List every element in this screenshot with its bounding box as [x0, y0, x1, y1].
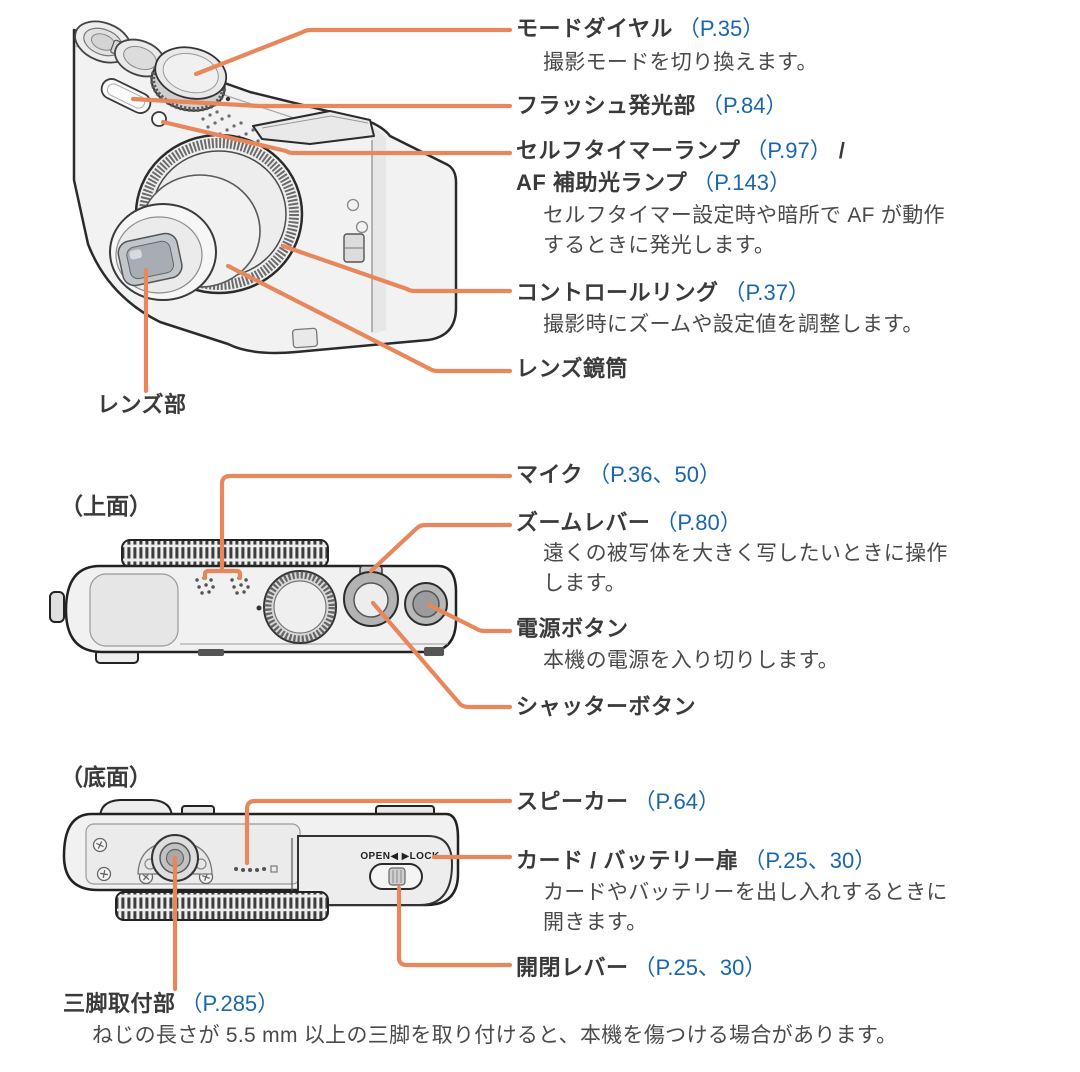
label-card-battery-door: カード / バッテリー扉（P.25、30）: [516, 848, 876, 877]
microphone-leader: [219, 473, 513, 574]
control-ring-page-ref[interactable]: （P.37）: [723, 280, 810, 305]
card-battery-door-page-ref[interactable]: （P.25、30）: [743, 848, 877, 873]
mode-dial-page-ref[interactable]: （P.35）: [677, 16, 765, 41]
speaker-leader: [244, 798, 513, 866]
af-assist-page-ref[interactable]: （P.143）: [692, 170, 791, 195]
label-flash: フラッシュ発光部（P.84）: [516, 93, 787, 122]
speaker-name: スピーカー: [516, 789, 629, 814]
mode-dial-description: 撮影モードを切り換えます。: [543, 51, 818, 74]
microphone-name: マイク: [516, 462, 584, 487]
flash-illustration: [100, 78, 152, 114]
leader-lines: [130, 27, 513, 992]
mode-dial-name: モードダイヤル: [516, 16, 673, 41]
flash-name: フラッシュ発光部: [516, 93, 697, 118]
microphone-page-ref[interactable]: （P.36、50）: [588, 462, 721, 487]
open-close-lever-name: 開閉レバー: [516, 955, 629, 980]
zoom-lever-leader: [368, 522, 513, 574]
card-battery-door-description: カードやバッテリーを出し入れするときに 開きます。: [543, 881, 948, 934]
shutter-button-name: シャッターボタン: [516, 694, 697, 719]
lens-name: レンズ部: [97, 392, 187, 417]
label-self-timer-lamp: セルフタイマーランプ（P.97）/: [516, 138, 845, 167]
label-speaker: スピーカー（P.64）: [516, 789, 720, 818]
lens-ring-top: [121, 539, 329, 568]
power-button-illustration: [404, 582, 448, 626]
front-view-illustration: [72, 20, 458, 355]
label-zoom-lever: ズームレバー（P.80）: [516, 510, 742, 539]
label-shutter-button: シャッターボタン: [516, 694, 696, 723]
tripod-mount-description: ねじの長さが 5.5 mm 以上の三脚を取り付けると、本機を傷つける場合がありま…: [92, 1024, 898, 1047]
self-timer-lamp-leader: [160, 119, 513, 156]
label-af-assist-lamp: AF 補助光ランプ（P.143）: [516, 170, 791, 199]
speaker-page-ref[interactable]: （P.64）: [633, 789, 720, 814]
label-tripod-mount: 三脚取付部（P.285）: [63, 991, 279, 1020]
control-ring-leader: [280, 243, 513, 294]
door-marking-text: OPEN◀ ▶LOCK: [360, 851, 440, 862]
control-ring-name: コントロールリング: [516, 280, 719, 305]
self-timer-page-ref[interactable]: （P.97）: [745, 138, 832, 163]
label-lens-barrel: レンズ鏡筒: [516, 356, 628, 385]
bottom-view-heading: （底面）: [60, 764, 152, 790]
tripod-mount-page-ref[interactable]: （P.285）: [180, 991, 280, 1016]
lens-glass: [117, 232, 183, 287]
zoom-lever-name: ズームレバー: [516, 510, 651, 535]
self-timer-lamp-name: セルフタイマーランプ: [516, 138, 741, 163]
card-battery-door-name: カード / バッテリー扉: [516, 848, 739, 873]
label-microphone: マイク（P.36、50）: [516, 462, 721, 491]
tripod-mount-name: 三脚取付部: [63, 991, 176, 1016]
zoom-lever-description: 遠くの被写体を大きく写したいときに操作 します。: [543, 542, 948, 595]
open-close-lever-illustration: [369, 863, 423, 890]
speaker-holes: [234, 867, 267, 872]
zoom-lever-illustration: [343, 565, 399, 627]
flash-page-ref[interactable]: （P.84）: [701, 93, 788, 118]
open-close-lever-leader: [396, 885, 513, 968]
label-mode-dial: モードダイヤル（P.35）: [516, 16, 764, 45]
lens-barrel-name: レンズ鏡筒: [516, 356, 629, 381]
label-control-ring: コントロールリング（P.37）: [516, 280, 810, 309]
af-assist-lamp-name: AF 補助光ランプ: [516, 170, 688, 195]
flash-leader: [130, 96, 513, 109]
lens-ring-bottom: [115, 891, 329, 921]
rear-hump: [252, 110, 375, 145]
power-button-leader: [426, 602, 513, 634]
self-timer-description: セルフタイマー設定時や暗所で AF が動作 するときに発光します。: [543, 204, 945, 257]
side-port-flap: [343, 233, 365, 263]
top-view-illustration: [49, 539, 458, 664]
mode-dial-leader: [193, 27, 513, 77]
open-close-lever-page-ref[interactable]: （P.25、30）: [633, 955, 767, 980]
mode-dial-top: [263, 570, 337, 644]
power-button-description: 本機の電源を入り切りします。: [543, 649, 840, 672]
label-power-button: 電源ボタン: [516, 616, 629, 645]
self-timer-slash: /: [838, 138, 845, 163]
lens-assembly: [109, 133, 304, 301]
rear-dial-front: [110, 38, 166, 78]
shutter-button-leader: [370, 600, 513, 710]
control-ring-description: 撮影時にズームや設定値を調整します。: [543, 313, 924, 336]
zoom-lever-page-ref[interactable]: （P.80）: [655, 510, 742, 535]
label-lens: レンズ部: [97, 392, 187, 421]
lens-barrel-leader: [225, 263, 513, 374]
top-view-heading: （上面）: [60, 493, 152, 519]
power-button-name: 電源ボタン: [516, 616, 629, 641]
label-open-close-lever: 開閉レバー（P.25、30）: [516, 955, 766, 984]
